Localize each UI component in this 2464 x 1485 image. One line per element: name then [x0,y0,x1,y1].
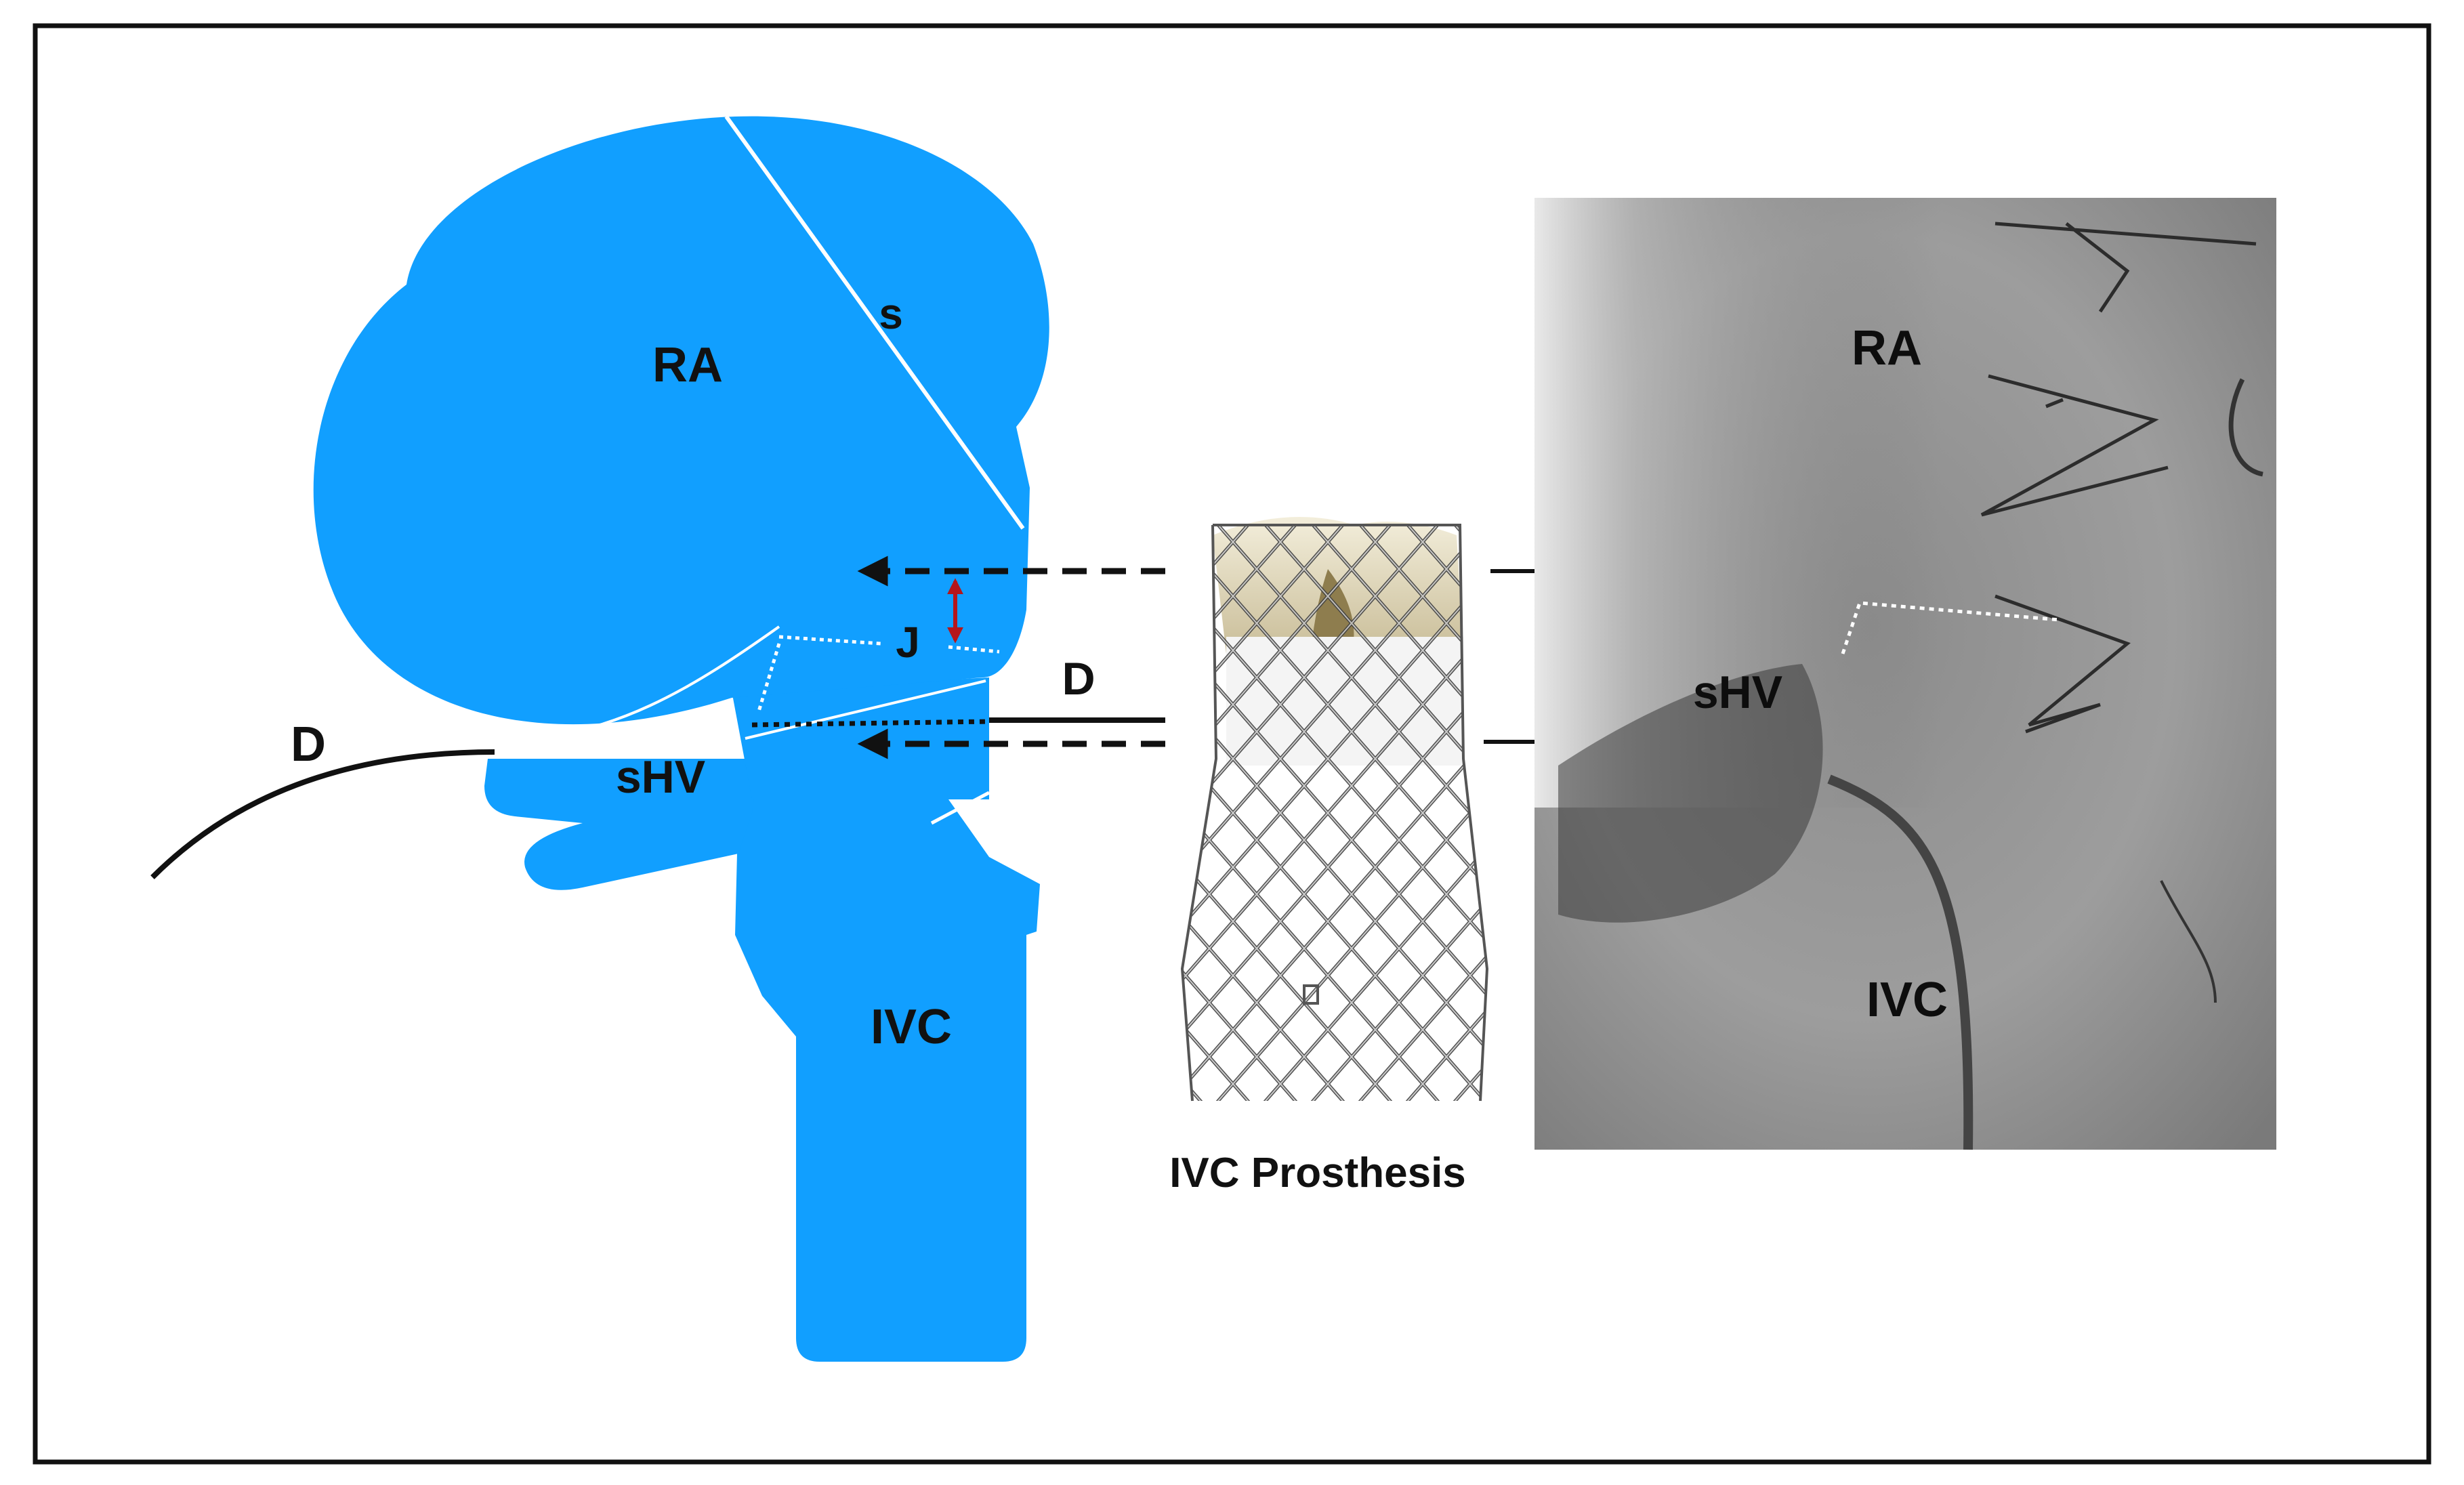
prosthesis-caption: IVC Prosthesis [1169,1150,1466,1196]
ivc-shape [735,799,1040,1362]
prosthesis: IVC Prosthesis [1169,517,1489,1196]
ivc-notch [930,791,990,825]
label-shv-fluoro: sHV [1693,667,1782,718]
fluoroscopy-image: RA sHV IVC [1534,198,2276,1150]
label-ivc-fluoro: IVC [1866,973,1948,1027]
schematic-arrows: D [857,556,1165,759]
label-d-left: D [291,717,326,772]
dotted-black-line [751,719,990,728]
dotted-junction-vertical [757,643,781,712]
junction-line [745,679,986,740]
delivery-wire-left [150,749,495,879]
label-ivc-schematic: IVC [871,1000,952,1054]
shv-shape [484,759,759,890]
sternal-wire-top [1995,222,2257,313]
dotted-junction-marker [778,635,1000,654]
junction-shape [732,677,989,799]
stent-valve-icon [1180,517,1489,1102]
label-ra-fluoro: RA [1852,321,1922,375]
sheath-line [1827,774,1974,1150]
label-j: J [896,618,920,667]
stent-frame [1182,525,1487,1101]
shv-contrast [1558,664,1823,923]
stent-anchor [1303,984,1319,1005]
lead-wire [2160,880,2217,1003]
label-ra-schematic: RA [652,338,723,392]
septum-line [724,115,1025,530]
label-shv-schematic: sHV [616,751,705,803]
sternal-wire-middle [1980,374,2169,517]
label-d-right: D [1062,653,1095,705]
stent-outline [1180,524,1489,1102]
junction-curve [501,625,780,740]
label-s: s [879,289,903,338]
sternal-wire-lower [1995,594,2131,734]
surgical-ring [2228,378,2263,477]
